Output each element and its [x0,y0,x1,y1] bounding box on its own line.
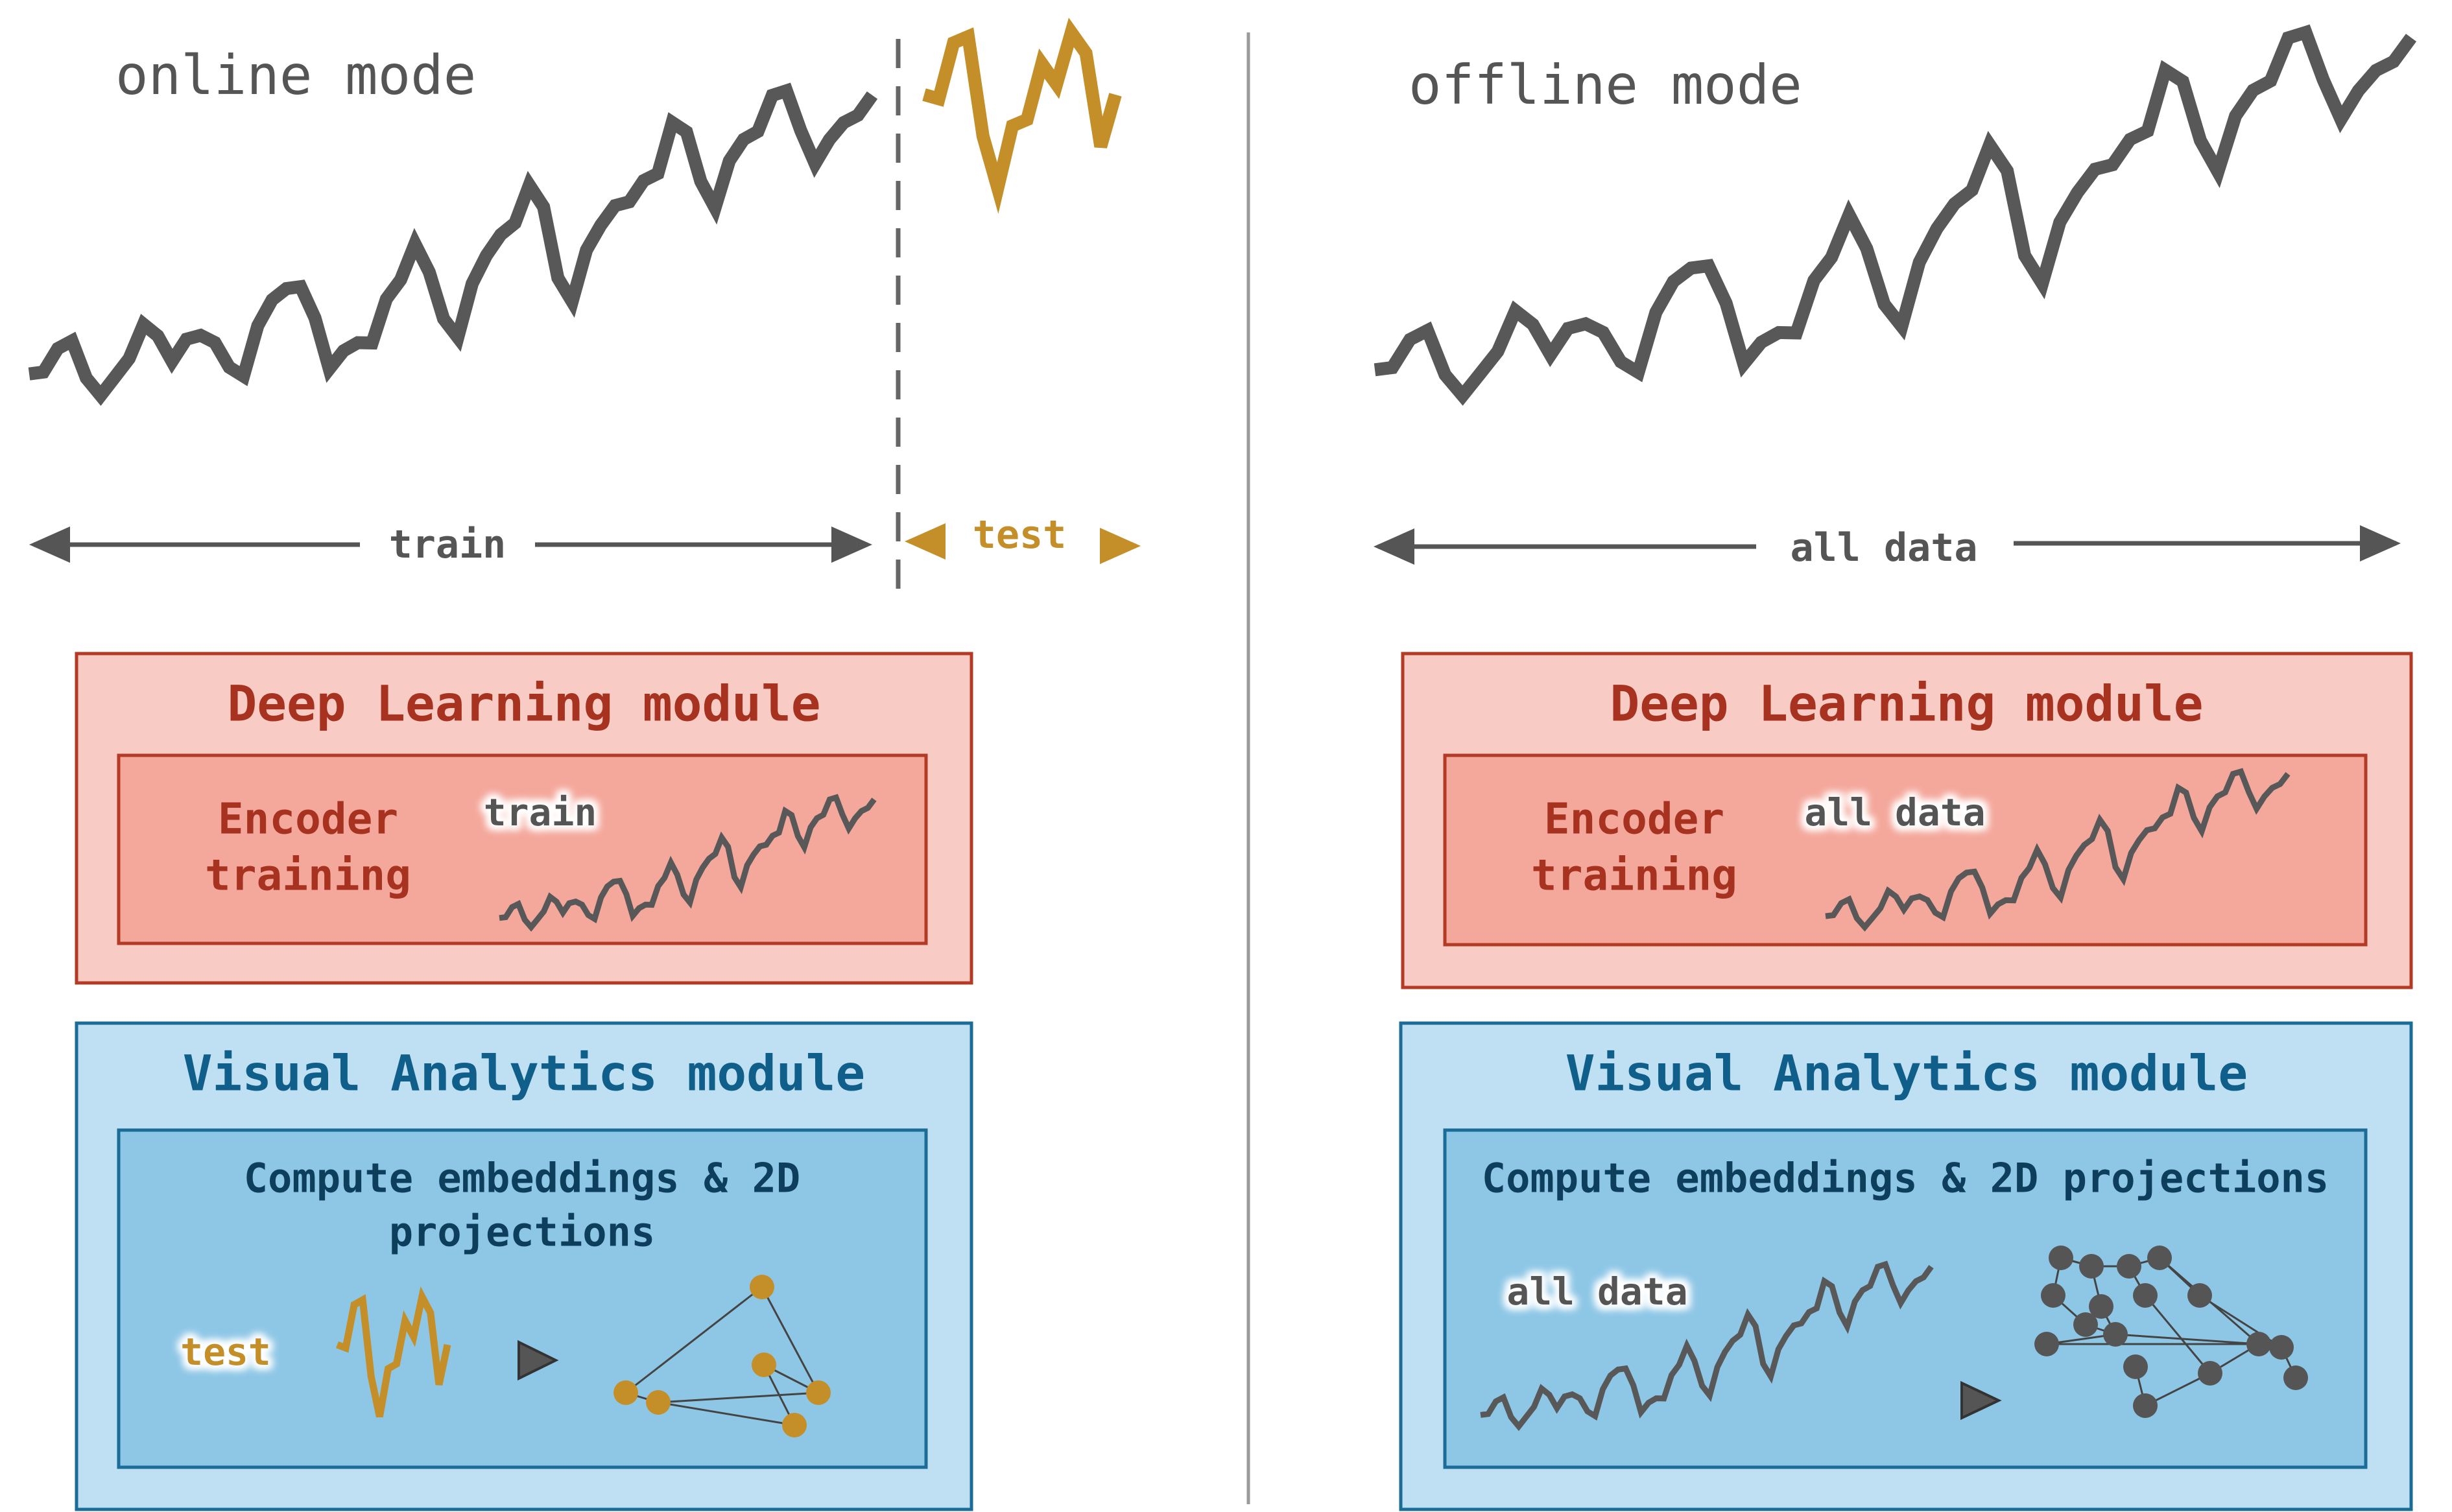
network-graph-icon [613,1275,831,1437]
play-arrow-icon [518,1340,559,1381]
graph-node [752,1353,776,1377]
graph-edge [658,1391,819,1404]
graph-node [2079,1254,2104,1279]
online-va-mini-series [336,1286,451,1418]
online-va-inner-title-line1: Compute embeddings & 2D [244,1155,801,1202]
graph-edge [761,1286,820,1393]
graph-node [2269,1335,2294,1360]
graph-node [2073,1312,2098,1337]
offline-dl-module: Deep Learning module Encoder training al… [1401,652,2413,989]
offline-dl-mini-series [1825,768,2291,932]
offline-panel: offline mode all data Deep Learning modu… [1374,24,2417,1511]
online-dl-mini-series [499,794,877,932]
offline-mode-title: offline mode [1409,53,1802,117]
graph-node [2147,1246,2172,1270]
graph-node [782,1413,807,1437]
offline-va-mini-series [1480,1260,1934,1432]
graph-edge [2115,1333,2259,1345]
test-range-label: test [973,512,1067,558]
graph-node [2034,1332,2059,1356]
offline-dl-data-label: all data [1804,790,1985,834]
offline-va-inner-title: Compute embeddings & 2D projections [1482,1155,2329,1202]
offline-va-module-title: Visual Analytics module [1565,1045,2248,1102]
graph-node [806,1380,831,1405]
online-mode-title: online mode [115,43,476,107]
graph-node [2103,1322,2128,1347]
online-dl-data-label: train [484,790,597,834]
graph-node [2133,1283,2158,1308]
graph-edge [658,1401,795,1426]
offline-va-data-label: all data [1506,1270,1687,1314]
graph-node [2198,1361,2222,1386]
graph-node [2283,1365,2308,1390]
graph-node [2123,1354,2148,1379]
graph-edge [2144,1295,2211,1374]
online-test-series [922,18,1122,214]
play-arrow-icon [1960,1380,2002,1421]
offline-all-data-series [1374,24,2417,406]
network-graph-icon [2034,1246,2308,1418]
graph-edge [625,1286,763,1394]
graph-node [646,1390,671,1415]
train-range-label: train [389,522,506,567]
offline-encoder-label-line1: Encoder [1544,794,1724,844]
online-dl-module: Deep Learning module Encoder training tr… [75,652,973,985]
graph-node [2246,1332,2271,1356]
online-dl-module-title: Deep Learning module [227,675,820,733]
graph-node [2049,1246,2073,1270]
online-encoder-label-line1: Encoder [218,794,398,844]
graph-node [2187,1283,2212,1308]
graph-node [613,1380,638,1405]
online-va-inner-title-line2: projections [389,1209,656,1256]
offline-encoder-label-line2: training [1531,851,1737,901]
graph-node [750,1275,774,1299]
graph-node [2041,1283,2065,1308]
graph-node [2117,1254,2141,1279]
online-encoder-label-line2: training [205,851,411,901]
graph-node [2089,1294,2113,1319]
offline-dl-module-title: Deep Learning module [1610,675,2203,733]
online-panel: online mode train test Deep Learning mod… [28,18,1141,1511]
offline-va-module: Visual Analytics module Compute embeddin… [1399,1021,2413,1511]
online-va-module: Visual Analytics module Compute embeddin… [75,1021,973,1511]
all-data-range-label: all data [1791,525,1978,571]
online-va-module-title: Visual Analytics module [183,1045,865,1102]
online-va-data-label: test [180,1330,271,1374]
online-train-series [28,82,878,407]
graph-node [2133,1393,2158,1418]
